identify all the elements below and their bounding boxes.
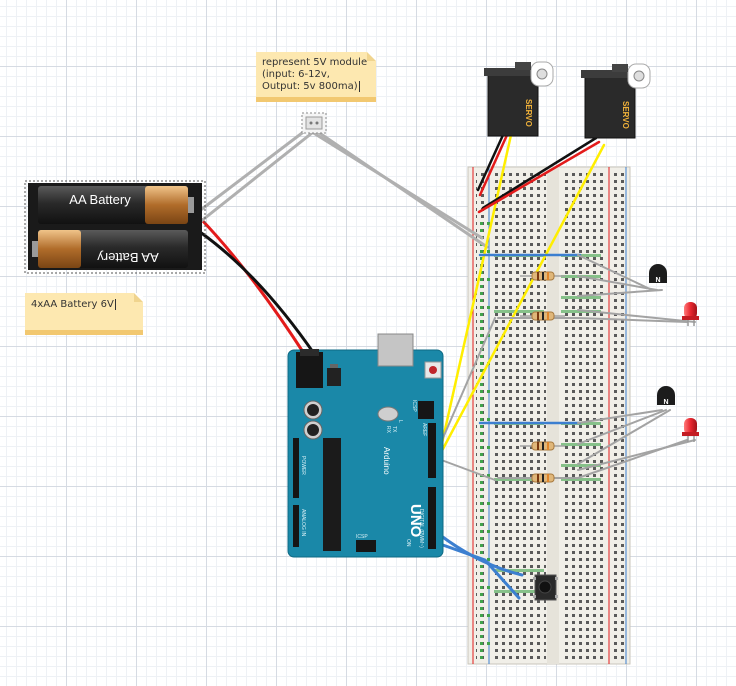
note-module-text: represent 5V module (input: 6-12v, Outpu… — [262, 57, 368, 92]
resistor-3[interactable] — [520, 441, 565, 451]
led-1[interactable] — [682, 302, 699, 326]
wire-servo2-black — [481, 136, 598, 210]
wire-gray-arduino-1 — [435, 317, 496, 455]
transistor-2[interactable]: N — [657, 386, 675, 406]
transistor-1-marking: N — [655, 277, 660, 284]
servo-2-label: SERVO — [621, 101, 630, 129]
usb-connector — [377, 333, 414, 367]
resistor-4[interactable] — [520, 473, 565, 483]
push-button[interactable] — [533, 574, 558, 601]
wire-battery-regulator-2 — [198, 131, 314, 224]
arduino-icsp2-label: ICSP — [411, 400, 417, 412]
arduino-power-label: POWER — [300, 456, 306, 475]
arduino-uno[interactable]: UNO Arduino DIGITAL (PWM~) POWER ANALOG … — [287, 333, 444, 558]
wire-servo1-red — [478, 133, 509, 197]
wire-transistor1-1 — [577, 254, 653, 291]
arduino-l-label: L — [397, 420, 403, 423]
resistor-2[interactable] — [520, 311, 565, 321]
battery-pack[interactable]: AA Battery AA Battery — [24, 180, 206, 274]
wire-transistor2-3 — [577, 409, 671, 465]
wire-led1-1 — [577, 317, 688, 323]
wire-transistor2-2 — [577, 409, 667, 445]
wire-gray-arduino-2 — [435, 457, 496, 481]
led-2[interactable] — [682, 418, 699, 442]
arduino-analog-label: ANALOG IN — [300, 509, 306, 537]
arduino-digital-label: DIGITAL (PWM~) — [418, 509, 424, 548]
wire-regulator-breadboard-2 — [316, 130, 489, 249]
wire-servo2-yellow — [434, 143, 606, 464]
note-module[interactable]: represent 5V module (input: 6-12v, Outpu… — [256, 52, 376, 102]
wire-transistor2-1 — [577, 409, 663, 424]
wire-blue-2 — [438, 542, 521, 600]
regulator-module[interactable] — [301, 112, 327, 134]
arduino-tx-label: TX — [391, 426, 397, 433]
wires — [196, 128, 696, 600]
wire-led2-2 — [577, 439, 696, 471]
servo-1[interactable]: SERVO — [484, 61, 554, 137]
arduino-aref-label: AREF — [421, 423, 427, 436]
arduino-on-label: ON — [405, 539, 411, 547]
battery-bottom-label: AA Battery — [97, 250, 159, 265]
wire-transistor1-3 — [577, 289, 663, 297]
servo-1-label: SERVO — [524, 99, 533, 127]
wire-servo1-black — [476, 133, 505, 192]
arduino-icsp-label: ICSP — [356, 534, 368, 540]
resistor-1[interactable] — [520, 271, 565, 281]
arduino-uno-label: UNO — [407, 504, 424, 538]
battery-cell-bottom: AA Battery — [32, 230, 188, 268]
wire-led1-3 — [577, 309, 696, 323]
battery-cell-top: AA Battery — [38, 186, 194, 224]
wire-transistor1-2 — [577, 275, 658, 291]
arduino-rx-label: RX — [385, 426, 391, 434]
note-battery[interactable]: 4xAA Battery 6V — [25, 293, 143, 335]
wire-battery-regulator-1 — [196, 128, 308, 214]
atmega-chip — [323, 438, 341, 551]
wire-battery-black — [198, 230, 317, 357]
arduino-brand-label: Arduino — [382, 447, 391, 475]
wire-battery-red — [198, 216, 307, 357]
battery-top-label: AA Battery — [69, 192, 131, 207]
power-jack — [296, 352, 323, 388]
note-battery-text: 4xAA Battery 6V — [31, 299, 116, 310]
wire-servo2-red — [477, 140, 601, 214]
wire-servo1-yellow — [434, 133, 513, 472]
servo-2[interactable]: SERVO — [581, 63, 651, 139]
wire-blue-1 — [438, 533, 524, 577]
transistor-1[interactable]: N — [649, 264, 667, 284]
transistor-2-marking: N — [663, 399, 668, 406]
breadboard-center-channel — [547, 167, 559, 664]
